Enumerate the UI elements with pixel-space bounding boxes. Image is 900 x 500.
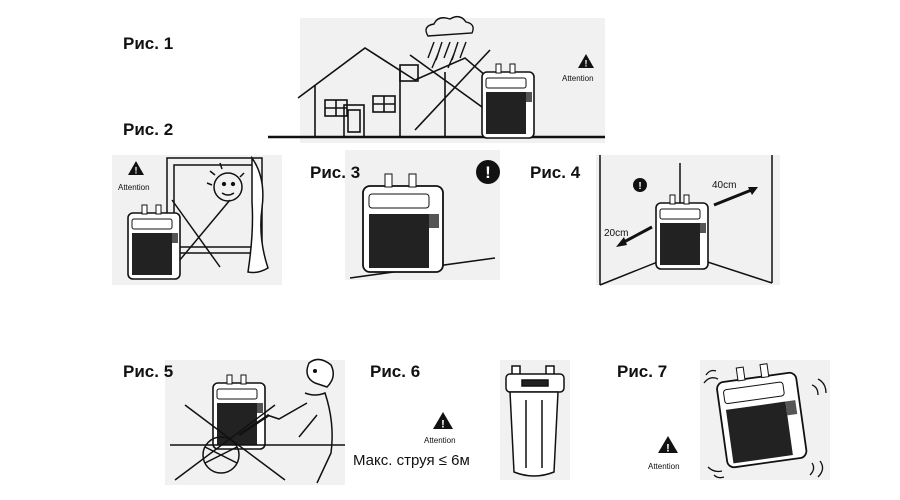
figure-label-5: Рис. 5 bbox=[123, 362, 174, 381]
figure-label-2: Рис. 2 bbox=[123, 120, 174, 139]
chiller-unit-icon bbox=[655, 194, 709, 270]
figure-label-3: Рис. 3 bbox=[310, 163, 361, 182]
exclamation-circle-icon: ! bbox=[476, 160, 500, 184]
dimension-back: 40cm bbox=[712, 180, 737, 191]
svg-text:!: ! bbox=[666, 443, 670, 455]
svg-text:!: ! bbox=[441, 419, 445, 431]
fig5-illustration bbox=[170, 358, 345, 484]
warning-triangle-icon: ! bbox=[658, 436, 678, 455]
exclamation-circle-icon: ! bbox=[633, 178, 647, 192]
chiller-unit-icon bbox=[481, 63, 535, 139]
fig4-illustration: ! bbox=[599, 155, 773, 286]
warning-triangle-icon: ! bbox=[433, 412, 453, 431]
figure-label-1: Рис. 1 bbox=[123, 34, 174, 53]
fig7-illustration bbox=[703, 363, 827, 479]
person-icon bbox=[238, 358, 334, 484]
fig2-illustration: ! bbox=[127, 155, 269, 280]
chiller-unit-icon bbox=[716, 363, 808, 469]
rain-cloud-icon bbox=[425, 15, 474, 69]
warning-triangle-icon: ! bbox=[128, 161, 144, 176]
svg-text:!: ! bbox=[638, 181, 641, 192]
svg-text:!: ! bbox=[485, 163, 491, 182]
attention-text-7: Attention bbox=[648, 462, 680, 471]
chiller-unit-icon bbox=[127, 204, 181, 280]
dimension-side: 20cm bbox=[604, 228, 629, 239]
attention-text-1: Attention bbox=[562, 74, 594, 83]
max-jet-note: Макс. струя ≤ 6м bbox=[353, 452, 470, 469]
warning-triangle-icon: ! bbox=[578, 54, 594, 69]
attention-text-6: Attention bbox=[424, 436, 456, 445]
fig6-illustration bbox=[505, 365, 565, 477]
chiller-unit-icon bbox=[212, 374, 266, 450]
window-sun-icon bbox=[166, 155, 269, 274]
figure-label-7: Рис. 7 bbox=[617, 362, 668, 381]
panel-fig1 bbox=[300, 18, 605, 143]
svg-text:!: ! bbox=[135, 166, 138, 176]
figure-label-4: Рис. 4 bbox=[530, 163, 581, 182]
figure-label-6: Рис. 6 bbox=[370, 362, 421, 381]
fig1-illustration: ! bbox=[268, 15, 605, 139]
canister-filter-icon bbox=[505, 365, 565, 477]
svg-text:!: ! bbox=[585, 59, 588, 69]
attention-text-2: Attention bbox=[118, 183, 150, 192]
fig3-illustration: ! bbox=[349, 160, 500, 279]
chiller-unit-icon bbox=[362, 173, 444, 273]
